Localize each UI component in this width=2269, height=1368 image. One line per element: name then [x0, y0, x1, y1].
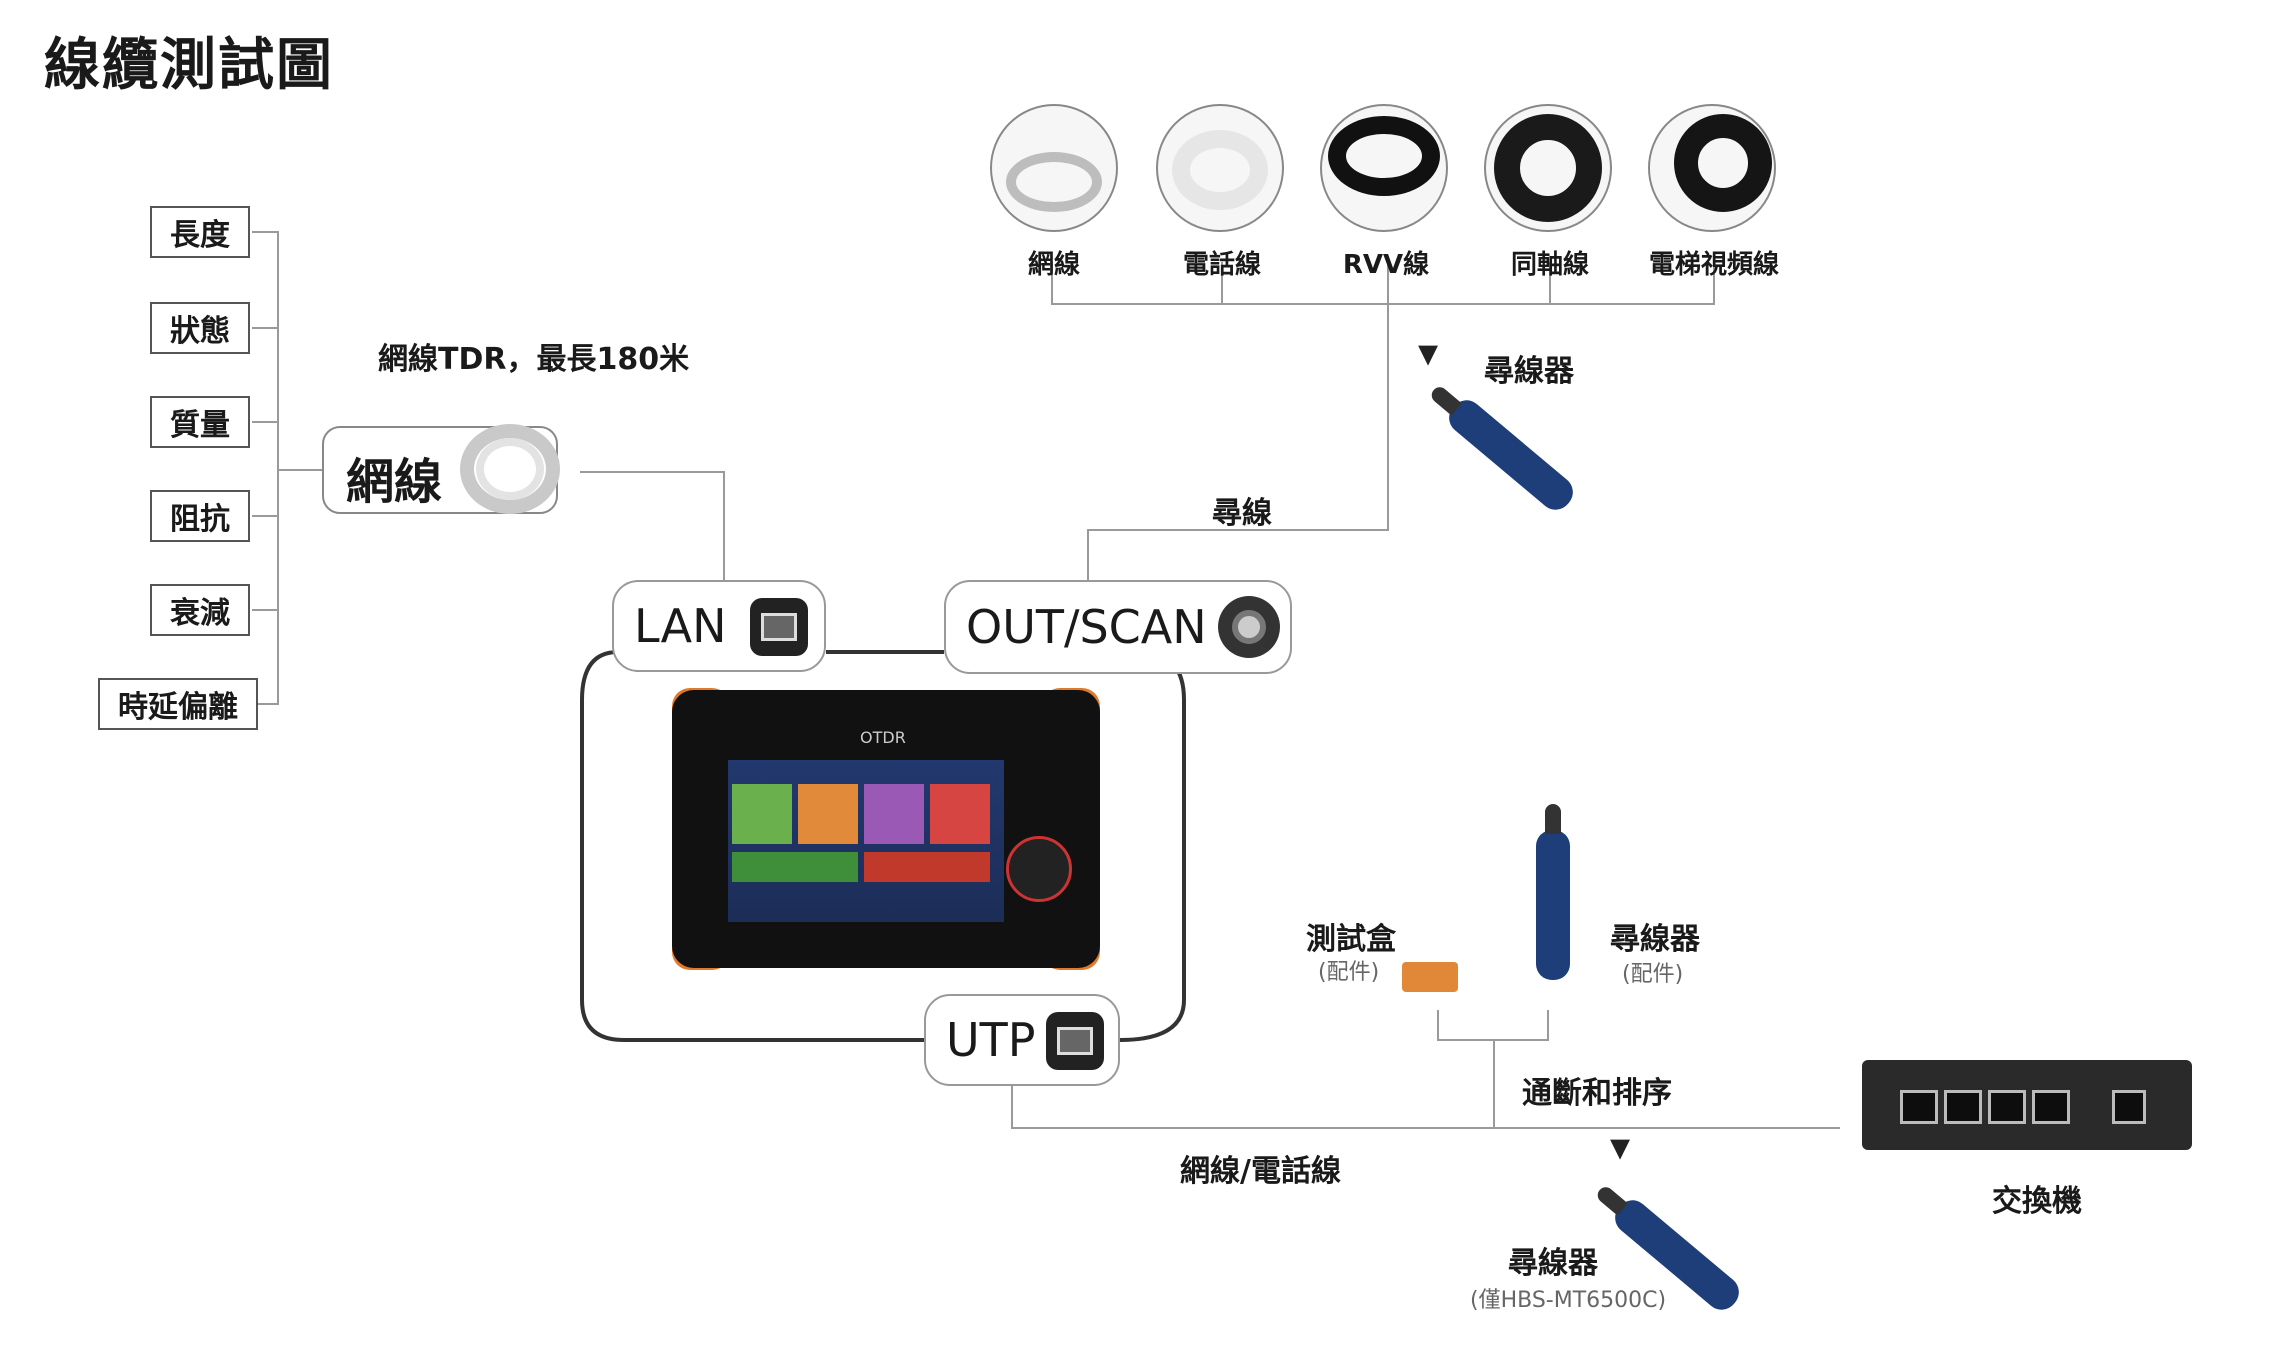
wifi-signal-icon: ▾	[1610, 1124, 1631, 1170]
coax-cable-photo-icon	[1484, 104, 1612, 232]
phone-cable-photo-icon	[1156, 104, 1284, 232]
metric-quality: 質量	[150, 396, 250, 448]
metric-attenuation: 衰減	[150, 584, 250, 636]
tracer-accessory-icon	[1536, 804, 1570, 980]
switch-port-icon	[2032, 1090, 2070, 1124]
network-cable-label: 網線	[346, 454, 443, 510]
utp-port[interactable]: UTP	[924, 994, 1120, 1086]
scan-label: 尋線	[1212, 496, 1272, 531]
elevator-video-cable-photo-icon	[1648, 104, 1776, 232]
continuity-label: 通斷和排序	[1522, 1076, 1672, 1111]
out-scan-port[interactable]: OUT/SCAN	[944, 580, 1292, 674]
tracer-accessory-label: 尋線器	[1610, 922, 1700, 957]
bottom-tracer-label: 尋線器	[1508, 1246, 1598, 1281]
out-scan-port-label: OUT/SCAN	[966, 600, 1207, 654]
switch-port-icon	[1900, 1090, 1938, 1124]
utp-port-label: UTP	[946, 1013, 1036, 1067]
lan-port[interactable]: LAN	[612, 580, 826, 672]
rvv-cable-photo-icon	[1320, 104, 1448, 232]
wifi-signal-icon: ▾	[1418, 330, 1439, 376]
metric-delay-skew: 時延偏離	[98, 678, 258, 730]
metric-impedance: 阻抗	[150, 490, 250, 542]
rj45-icon	[1046, 1012, 1104, 1070]
cable-type-label: 網線	[1027, 250, 1080, 280]
bnc-connector-icon	[1218, 596, 1280, 658]
cable-type-label: 同軸線	[1510, 250, 1589, 280]
app-tile-icon	[930, 784, 990, 844]
app-tile-icon	[732, 852, 858, 882]
app-tile-icon	[798, 784, 858, 844]
switch-sfp-port-icon	[2112, 1090, 2146, 1124]
metric-length: 長度	[150, 206, 250, 258]
app-tile-icon	[864, 784, 924, 844]
bottom-tracer-note: (僅HBS-MT6500C)	[1470, 1288, 1667, 1313]
device-dpad-icon	[1006, 836, 1072, 902]
network-cable-photo-icon	[990, 104, 1118, 232]
tracer-label: 尋線器	[1484, 354, 1574, 389]
bottom-cable-label: 網線/電話線	[1180, 1154, 1341, 1189]
tracer-accessory-note: (配件)	[1622, 962, 1684, 987]
page-title: 線纜測試圖	[44, 33, 334, 98]
tdr-note: 網線TDR，最長180米	[378, 342, 690, 377]
device-screen-title: OTDR	[860, 728, 906, 747]
switch-port-icon	[1988, 1090, 2026, 1124]
cable-type-label: 電話線	[1182, 250, 1261, 280]
lan-port-label: LAN	[634, 599, 727, 653]
cable-type-label: RVV線	[1342, 250, 1430, 280]
test-box-label: 測試盒	[1306, 922, 1396, 957]
metric-status: 狀態	[150, 302, 250, 354]
test-box-note: (配件)	[1318, 960, 1380, 985]
app-tile-icon	[864, 852, 990, 882]
switch-label: 交換機	[1992, 1184, 2082, 1219]
rj45-icon	[750, 598, 808, 656]
cable-type-label: 電梯視頻線	[1648, 250, 1779, 280]
test-box-icon	[1402, 962, 1458, 992]
network-cable-coil-icon	[460, 424, 560, 514]
switch-port-icon	[1944, 1090, 1982, 1124]
app-tile-icon	[732, 784, 792, 844]
